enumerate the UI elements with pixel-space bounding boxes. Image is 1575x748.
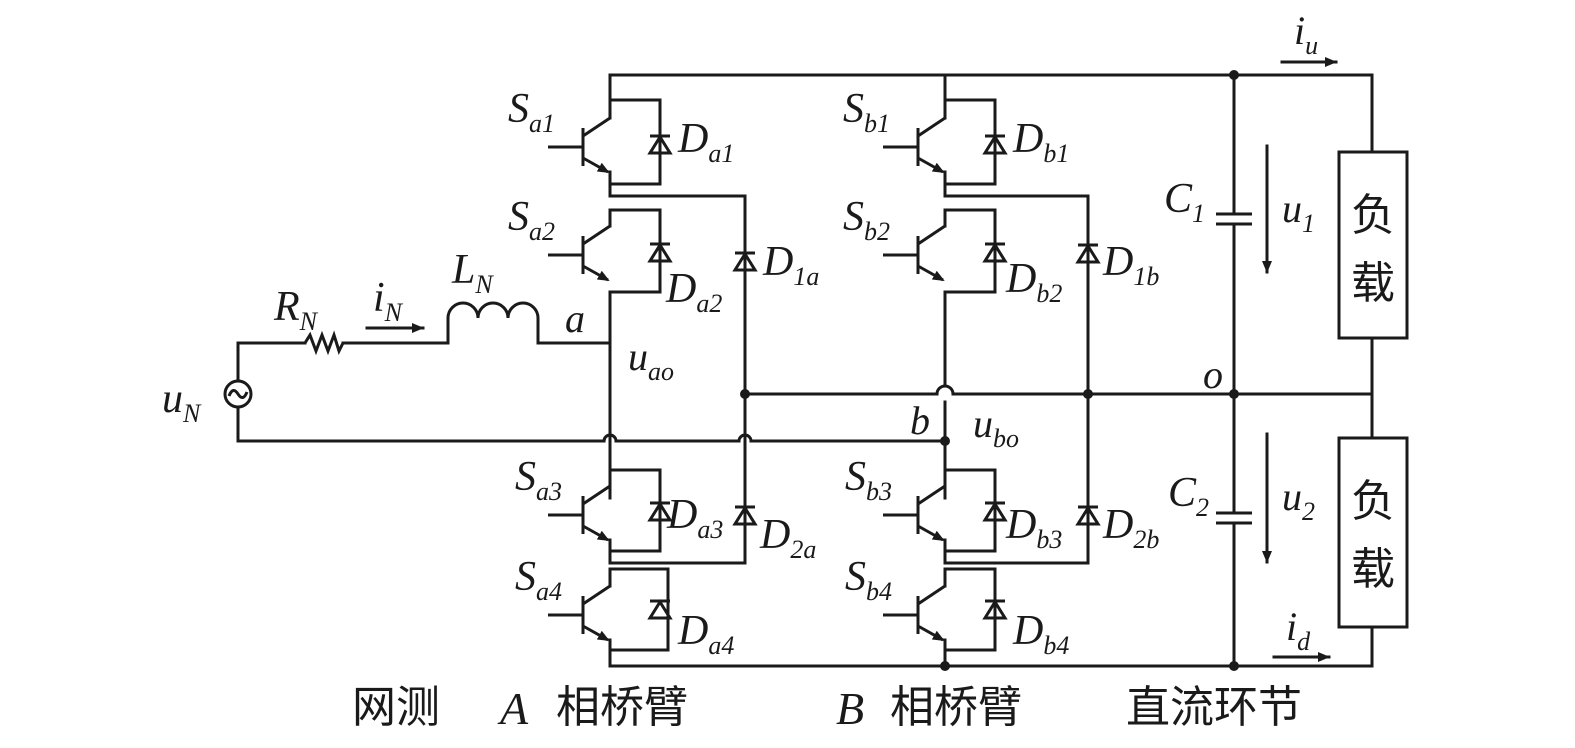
label-iN: iN bbox=[373, 275, 404, 327]
caption-dc-link: 直流环节 bbox=[1126, 682, 1302, 733]
label-Sa1: Sa1 bbox=[508, 86, 555, 138]
diode-D2a bbox=[732, 505, 758, 526]
diode-Da4 bbox=[647, 599, 673, 620]
wire-source-top bbox=[236, 341, 307, 383]
igbt-Sa3 bbox=[548, 484, 612, 553]
label-D1b: D1b bbox=[1102, 239, 1159, 291]
label-RN: RN bbox=[273, 284, 319, 336]
dc-positive-bus bbox=[608, 73, 1374, 154]
label-C2: C2 bbox=[1168, 470, 1209, 522]
label-Da1: Da1 bbox=[677, 116, 734, 168]
load1-line1: 负 bbox=[1351, 190, 1395, 241]
leg-a bbox=[608, 73, 747, 668]
igbt-Sa2 bbox=[548, 208, 612, 282]
igbt-Sa4 bbox=[548, 567, 612, 652]
label-D1a: D1a bbox=[762, 239, 819, 291]
diode-Da3 bbox=[647, 501, 673, 522]
label-D2b: D2b bbox=[1102, 502, 1159, 554]
label-Db3: Db3 bbox=[1005, 502, 1062, 554]
igbt-Sb1 bbox=[883, 98, 947, 186]
dc-midpoint-bus bbox=[743, 336, 1374, 396]
junction-dots bbox=[740, 70, 1239, 671]
label-node-o: o bbox=[1203, 352, 1223, 397]
label-Da4: Da4 bbox=[677, 608, 734, 660]
wire-b-node bbox=[602, 433, 947, 443]
load2-line1: 负 bbox=[1351, 476, 1395, 527]
label-Sa3: Sa3 bbox=[515, 454, 562, 506]
load2-line2: 载 bbox=[1351, 544, 1395, 595]
igbt-Sb3 bbox=[883, 484, 947, 553]
diode-Db3 bbox=[982, 501, 1008, 522]
label-Sa2: Sa2 bbox=[508, 194, 555, 246]
label-Db1: Db1 bbox=[1012, 116, 1069, 168]
diode-D1a bbox=[732, 251, 758, 272]
load1-line2: 载 bbox=[1351, 258, 1395, 309]
label-LN: LN bbox=[451, 247, 494, 299]
label-uao: uao bbox=[628, 334, 674, 386]
label-Sb3: Sb3 bbox=[845, 454, 892, 506]
diode-D1b bbox=[1075, 243, 1101, 264]
label-Db2: Db2 bbox=[1005, 256, 1062, 308]
ac-source bbox=[223, 379, 253, 409]
diode-Db2 bbox=[982, 242, 1008, 263]
diode-Da2 bbox=[647, 242, 673, 263]
igbt-Sb2 bbox=[883, 208, 947, 282]
caption-bridge-a-letter: A bbox=[497, 683, 529, 734]
leg-b bbox=[943, 73, 1090, 668]
label-C1: C1 bbox=[1164, 176, 1205, 228]
inductor-LN bbox=[446, 301, 540, 343]
label-Db4: Db4 bbox=[1012, 608, 1069, 660]
dc-negative-bus bbox=[608, 625, 1374, 668]
label-D2a: D2a bbox=[759, 512, 816, 564]
label-u1: u1 bbox=[1282, 186, 1315, 238]
label-Sb4: Sb4 bbox=[845, 554, 892, 606]
resistor-RN bbox=[303, 330, 345, 356]
label-Sb1: Sb1 bbox=[843, 86, 890, 138]
label-Sb2: Sb2 bbox=[843, 194, 890, 246]
label-node-b: b bbox=[910, 398, 930, 443]
label-id: id bbox=[1286, 604, 1311, 656]
diode-Db4 bbox=[982, 599, 1008, 620]
wire-source-bottom bbox=[236, 405, 606, 443]
igbt-Sa1 bbox=[548, 98, 612, 186]
caption-bridge-b-letter: B bbox=[836, 683, 864, 734]
load-box-2: 负 载 bbox=[1337, 436, 1409, 629]
label-Da2: Da2 bbox=[665, 266, 722, 318]
diode-Da1 bbox=[647, 134, 673, 155]
label-Da3: Da3 bbox=[666, 492, 723, 544]
caption-bridge-a-text: 相桥臂 bbox=[556, 682, 688, 733]
label-node-a: a bbox=[565, 296, 585, 341]
caption-bridge-b-text: 相桥臂 bbox=[890, 682, 1022, 733]
capacitor-C2 bbox=[1216, 392, 1252, 668]
load-box-1: 负 载 bbox=[1337, 150, 1409, 340]
label-u2: u2 bbox=[1282, 474, 1315, 526]
igbt-Sb4 bbox=[883, 567, 947, 652]
caption-grid: 网测 bbox=[352, 682, 440, 733]
label-iu: iu bbox=[1294, 8, 1318, 60]
capacitor-C1 bbox=[1216, 73, 1252, 396]
diode-Db1 bbox=[982, 134, 1008, 155]
diode-D2b bbox=[1075, 505, 1101, 526]
label-ubo: ubo bbox=[973, 401, 1019, 453]
label-Sa4: Sa4 bbox=[515, 554, 562, 606]
label-uN: uN bbox=[162, 376, 202, 428]
